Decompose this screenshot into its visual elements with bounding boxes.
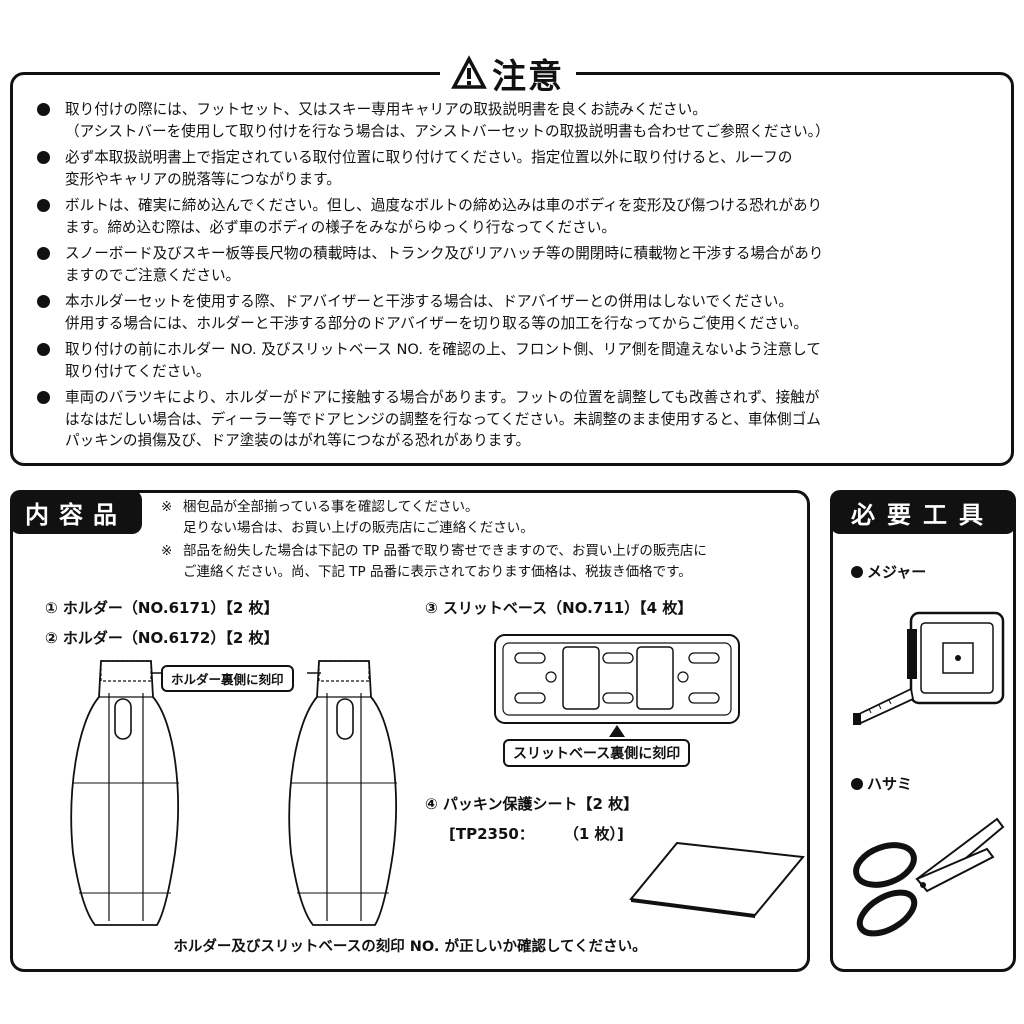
bullet-icon — [37, 199, 50, 212]
caution-item: 取り付けの際には、フットセット、又はスキー専用キャリアの取扱説明書を良くお読みく… — [37, 99, 989, 142]
caution-item-line: 変形やキャリアの脱落等につながります。 — [65, 170, 341, 188]
caution-item: スノーボード及びスキー板等長尺物の積載時は、トランク及びリアハッチ等の開閉時に積… — [37, 243, 989, 286]
tape-measure-icon — [853, 611, 1005, 725]
caution-title-text: 注意 — [492, 56, 564, 97]
caution-item-line: 車両のバラツキにより、ホルダーがドアに接触する場合があります。フットの位置を調整… — [65, 389, 820, 406]
packing-sheet-illustration — [629, 841, 805, 918]
tool-scissors-label: ハサミ — [851, 773, 912, 794]
bullet-icon — [37, 103, 50, 116]
tools-panel: 必要工具 メジャー ハサミ — [830, 490, 1016, 972]
bullet-icon — [851, 777, 863, 790]
holder-right-illustration — [288, 660, 397, 926]
caution-item-line: 本ホルダーセットを使用する際、ドアバイザーと干渉する場合は、ドアバイザーとの併用… — [65, 293, 793, 310]
note-line: 足りない場合は、お買い上げの販売店にご連絡ください。 — [183, 520, 534, 536]
contents-panel: 内容品 ※ 梱包品が全部揃っている事を確認してください。 足りない場合は、お買い上… — [10, 490, 810, 972]
contents-footer-note: ホルダー及びスリットベースの刻印 NO. が正しいか確認してください。 — [173, 939, 647, 955]
caution-item: 必ず本取扱説明書上で指定されている取付位置に取り付けてください。指定位置以外に取… — [37, 147, 989, 190]
caution-item-line: （アシストバーを使用して取り付けを行なう場合は、アシストバーセットの取扱説明書も… — [65, 122, 830, 140]
holder-engraving-callout: ホルダー裏側に刻印 — [161, 665, 294, 692]
note-1: ※ 梱包品が全部揃っている事を確認してください。 足りない場合は、お買い上げの販売… — [161, 497, 534, 539]
caution-item-line: 取り付けてください。 — [65, 362, 211, 380]
part-packing-sheet-tp: [TP2350： （1 枚）] — [449, 825, 624, 843]
slit-base-engraving-callout: スリットベース裏側に刻印 — [503, 739, 691, 767]
caution-item-line: ボルトは、確実に締め込んでください。但し、過度なボルトの締め込みは車のボディを変… — [65, 197, 823, 214]
tools-label: 必要工具 — [830, 490, 1016, 534]
part-slit-base-label: ③ スリットベース（NO.711）【4 枚】 — [425, 599, 693, 617]
caution-item-line: はなはだしい場合は、ディーラー等でドアヒンジの調整を行なってください。未調整のま… — [65, 410, 821, 428]
contents-label: 内容品 — [10, 490, 142, 534]
bullet-icon — [851, 565, 863, 578]
tool-measure-text: メジャー — [867, 563, 927, 581]
note-mark: ※ — [161, 543, 173, 559]
part-holder-6172-label: ② ホルダー（NO.6172）【2 枚】 — [45, 629, 279, 647]
caution-item-line: 必ず本取扱説明書上で指定されている取付位置に取り付けてください。指定位置以外に取… — [65, 149, 793, 166]
holder-left-illustration — [70, 660, 179, 926]
note-mark: ※ — [161, 499, 173, 515]
tool-measure-label: メジャー — [851, 561, 926, 582]
bullet-icon — [37, 247, 50, 260]
note-line: ご連絡ください。尚、下記 TP 品番に表示されております価格は、税抜き価格です。 — [183, 564, 692, 580]
caution-list: 取り付けの際には、フットセット、又はスキー専用キャリアの取扱説明書を良くお読みく… — [37, 99, 989, 457]
caution-item-line: ます。締め込む際は、必ず車のボディの様子をみながらゆっくり行なってください。 — [65, 218, 616, 236]
caution-item-line: ますのでご注意ください。 — [65, 266, 241, 284]
bullet-icon — [37, 343, 50, 356]
caution-panel: 取り付けの際には、フットセット、又はスキー専用キャリアの取扱説明書を良くお読みく… — [10, 72, 1014, 466]
part-holder-6171-label: ① ホルダー（NO.6171）【2 枚】 — [45, 599, 279, 617]
note-line: 部品を紛失した場合は下記の TP 品番で取り寄せできますので、お買い上げの販売店… — [183, 543, 707, 559]
part-packing-sheet-label: ④ パッキン保護シート【2 枚】 — [425, 795, 639, 813]
warning-triangle-icon — [451, 55, 487, 89]
caution-item: 車両のバラツキにより、ホルダーがドアに接触する場合があります。フットの位置を調整… — [37, 387, 989, 452]
caution-item: 取り付けの前にホルダー NO. 及びスリットベース NO. を確認の上、フロント… — [37, 339, 989, 382]
bullet-icon — [37, 295, 50, 308]
scissors-icon — [853, 817, 1005, 937]
note-2: ※ 部品を紛失した場合は下記の TP 品番で取り寄せできますので、お買い上げの販売… — [161, 541, 707, 583]
caution-item: ボルトは、確実に締め込んでください。但し、過度なボルトの締め込みは車のボディを変… — [37, 195, 989, 238]
caution-item-line: 取り付けの前にホルダー NO. 及びスリットベース NO. を確認の上、フロント… — [65, 341, 821, 358]
caution-item-line: 併用する場合には、ホルダーと干渉する部分のドアバイザーを切り取る等の加工を行なっ… — [65, 314, 808, 332]
note-line: 梱包品が全部揃っている事を確認してください。 — [183, 499, 479, 515]
caution-item-line: 取り付けの際には、フットセット、又はスキー専用キャリアの取扱説明書を良くお読みく… — [65, 101, 707, 118]
tool-scissors-text: ハサミ — [867, 775, 913, 793]
caution-title: 注意 — [440, 48, 576, 98]
bullet-icon — [37, 391, 50, 404]
bullet-icon — [37, 151, 50, 164]
caution-item-line: パッキンの損傷及び、ドア塗装のはがれ等につながる恐れがあります。 — [65, 432, 531, 449]
caution-item-line: スノーボード及びスキー板等長尺物の積載時は、トランク及びリアハッチ等の開閉時に積… — [65, 245, 824, 262]
slit-base-illustration — [494, 634, 740, 737]
caution-item: 本ホルダーセットを使用する際、ドアバイザーと干渉する場合は、ドアバイザーとの併用… — [37, 291, 989, 334]
